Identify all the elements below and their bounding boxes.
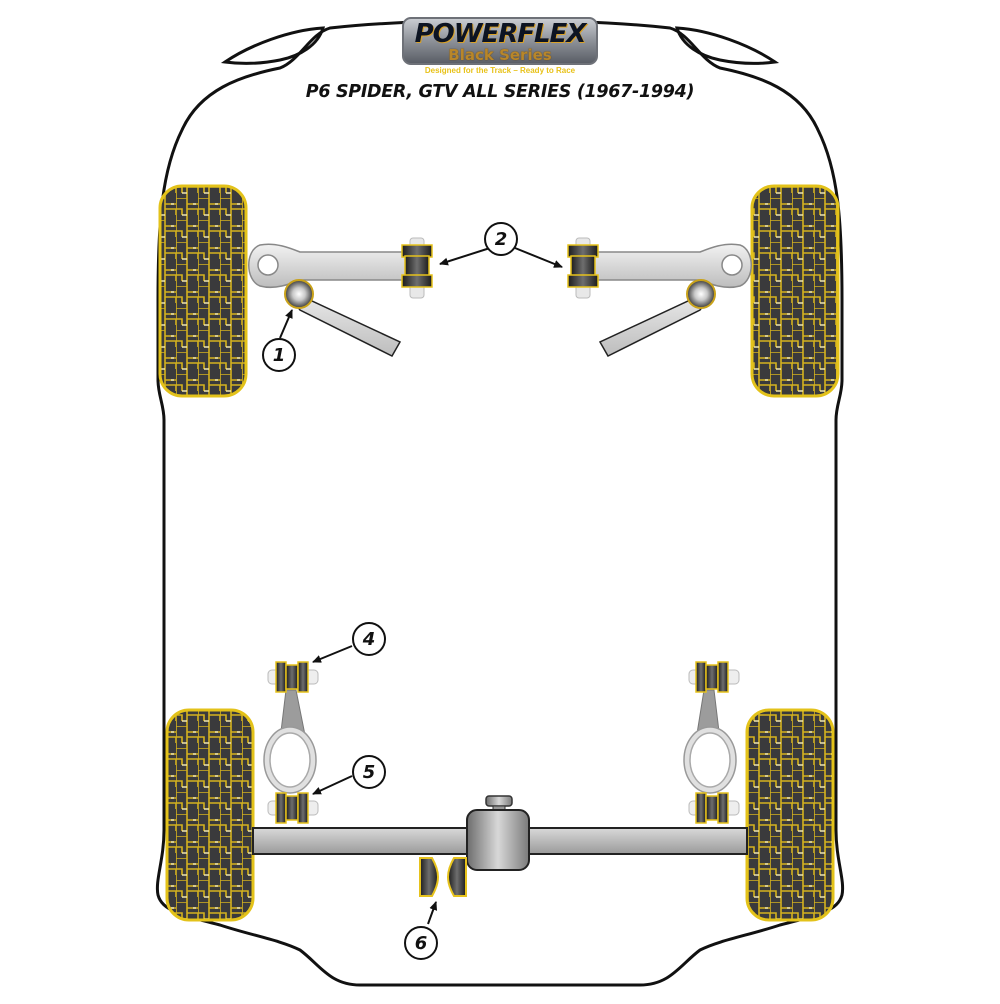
rear-right-lower-bush [688, 792, 740, 824]
rear-right-trailing-link [683, 689, 737, 794]
rear-left-trailing-link [263, 689, 317, 794]
callout-4: 4 [352, 622, 386, 656]
callout-5: 5 [352, 755, 386, 789]
callout-number: 5 [362, 761, 376, 783]
rear-left-upper-bush [267, 661, 319, 693]
front-left-tyre [158, 184, 248, 398]
callout-2: 2 [484, 222, 518, 256]
brand-series: Black Series [448, 46, 552, 64]
diagram-title: P6 SPIDER, GTV ALL SERIES (1967-1994) [305, 82, 695, 102]
front-left-upper-arm [248, 243, 411, 289]
callout-1: 1 [262, 338, 296, 372]
rear-left-tyre [165, 708, 255, 922]
callout-number: 6 [414, 932, 428, 954]
rear-bump-stop-bush [419, 857, 467, 897]
front-right-ball-joint-bush [686, 279, 716, 309]
front-left-ball-joint-bush [284, 279, 314, 309]
callout-number: 4 [362, 628, 376, 650]
front-right-upper-arm [589, 243, 752, 289]
brand-tagline: Designed for the Track – Ready to Race [424, 66, 576, 75]
rear-left-lower-bush [267, 792, 319, 824]
powerflex-logo: POWERFLEX Black Series [402, 17, 598, 65]
rear-right-tyre [745, 708, 835, 922]
brand-name: POWERFLEX [414, 19, 587, 49]
rear-right-upper-bush [688, 661, 740, 693]
rear-differential [466, 795, 530, 871]
front-right-tyre [750, 184, 840, 398]
callout-number: 2 [494, 228, 508, 250]
front-right-inner-bush [567, 237, 599, 299]
callout-arrows [279, 247, 563, 925]
front-left-inner-bush [401, 237, 433, 299]
callout-6: 6 [404, 926, 438, 960]
callout-number: 1 [272, 344, 286, 366]
